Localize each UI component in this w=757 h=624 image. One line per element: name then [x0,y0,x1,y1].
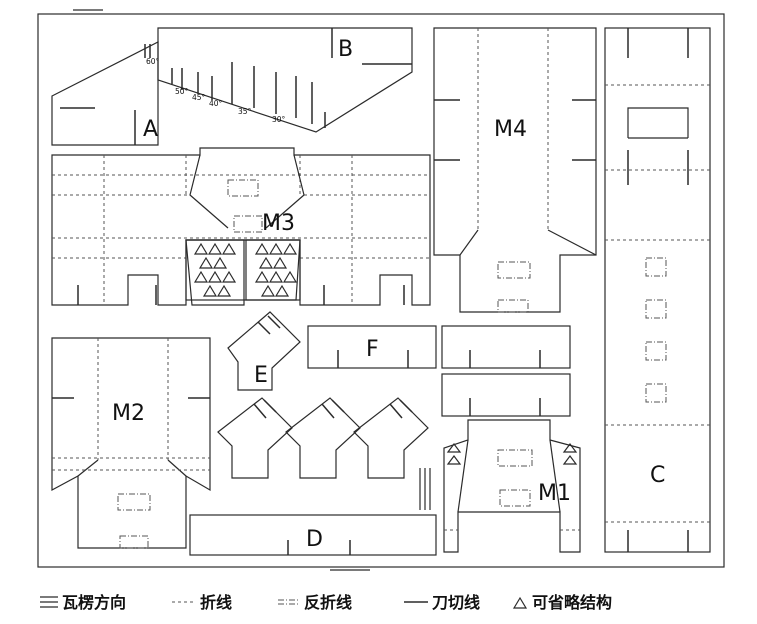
legend-optional-label: 可省略结构 [532,593,612,612]
angle-40-label: 40° [209,99,223,108]
piece-d-label: D [306,527,323,552]
legend-optional-icon [512,596,528,609]
angle-50-label: 50° [175,87,189,96]
piece-m4-label: M4 [494,117,527,142]
piece-m3-label: M3 [262,211,295,236]
angle-30-label: 30° [272,115,286,124]
piece-b: 50° 45° 40° 35° 30° B [157,27,413,133]
piece-m2: M2 [51,337,211,549]
angle-35-label: 35° [238,107,252,116]
piece-m4: M4 [433,27,597,313]
strip-right-2 [441,373,571,417]
piece-m2-label: M2 [112,401,145,426]
piece-b-label: B [338,37,353,62]
piece-e-label: E [254,363,268,388]
piece-a-label: A [143,117,158,142]
legend-fold-label: 折线 [200,593,232,612]
angle-45-label: 45° [192,93,206,102]
angled-piece-1 [217,397,293,479]
legend-grain-label: 瓦楞方向 [62,593,126,612]
legend-grain-icon [40,596,58,608]
piece-m3: M3 [51,147,431,306]
piece-m1: M1 [443,419,581,553]
angled-piece-3 [353,397,429,479]
legend-cut-label: 刀切线 [432,593,480,612]
piece-f-label: F [366,337,379,362]
piece-m1-label: M1 [538,481,571,506]
piece-c-label: C [650,463,665,488]
angled-piece-2 [285,397,361,479]
legend-reverse-fold-label: 反折线 [304,593,352,612]
angle-60-label: 60° [146,57,160,66]
piece-d: D [189,514,437,556]
piece-e: E [227,311,301,391]
piece-a: 60° A [51,41,160,146]
legend: 瓦楞方向 折线 反折线 刀切线 可省略结构 [40,593,612,612]
legend-reverse-fold-icon [278,599,300,605]
board-outline [37,13,725,568]
piece-c: C [604,27,711,553]
piece-f: F [307,325,437,369]
optional-triangles-m3 [193,242,298,297]
strip-right-1 [441,325,571,369]
grain-mark [419,468,431,510]
